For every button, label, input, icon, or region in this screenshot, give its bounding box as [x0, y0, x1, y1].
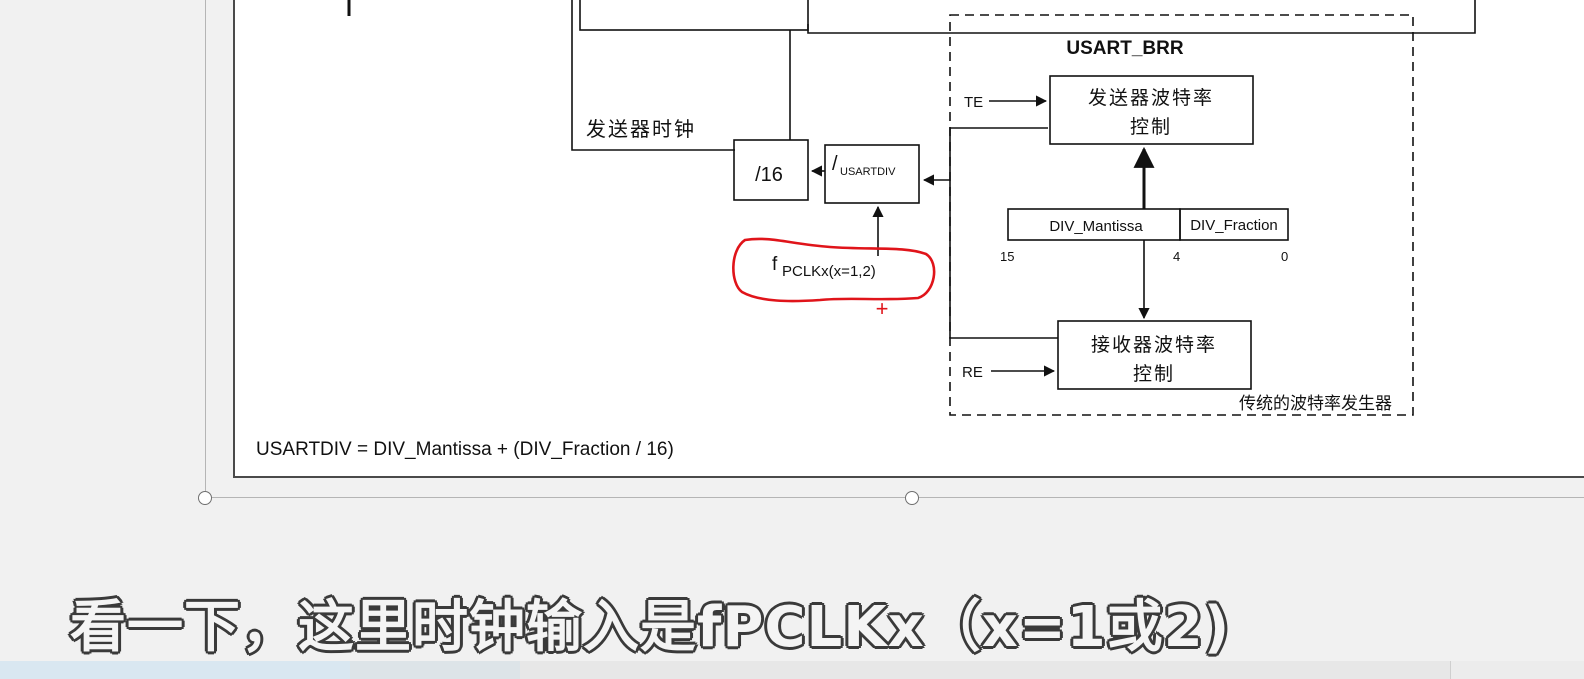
- tx-clock-line: [571, 0, 735, 151]
- tx-baud-box: [1049, 75, 1254, 145]
- top-bus-line: [807, 0, 1476, 34]
- div16-label: /16: [755, 164, 783, 186]
- div-fraction-field: [1179, 208, 1289, 241]
- div-fraction-label: DIV_Fraction: [1190, 217, 1278, 234]
- taskbar-segment[interactable]: [1450, 661, 1584, 679]
- resize-handle-bottom-left[interactable]: [198, 491, 212, 505]
- tx-clock-label: 发送器时钟: [586, 117, 696, 141]
- rx-baud-label-line2: 控制: [1133, 363, 1175, 385]
- usart-brr-label: USART_BRR: [1066, 38, 1183, 59]
- re-label: RE: [962, 364, 983, 381]
- top-block: [579, 0, 809, 31]
- legacy-generator-label: 传统的波特率发生器: [1239, 394, 1392, 414]
- te-label: TE: [964, 94, 983, 111]
- rx-baud-box: [1057, 320, 1252, 390]
- taskbar: [0, 661, 1584, 679]
- resize-handle-bottom-middle[interactable]: [905, 491, 919, 505]
- fpclk-f: f: [772, 254, 778, 275]
- rx-baud-label-line1: 接收器波特率: [1091, 334, 1217, 356]
- usartdiv-box: [824, 144, 920, 204]
- taskbar-segment[interactable]: [350, 661, 520, 679]
- selection-frame[interactable]: [205, 0, 1584, 498]
- annotation-plus: +: [876, 296, 889, 321]
- annotation-circle: [732, 237, 936, 303]
- bit-0-label: 0: [1281, 249, 1288, 264]
- usartdiv-formula: USARTDIV = DIV_Mantissa + (DIV_Fraction …: [256, 439, 674, 460]
- slide[interactable]: [233, 0, 1584, 478]
- fpclk-label: PCLKx(x=1,2): [782, 263, 876, 280]
- video-subtitle: 看一下，这里时钟输入是fPCLKx（x=1或2): [70, 595, 1231, 660]
- usartdiv-slash: /: [832, 153, 838, 175]
- baud-bus-line: [949, 127, 1058, 339]
- bit-4-label: 4: [1173, 249, 1180, 264]
- tx-baud-label-line1: 发送器波特率: [1088, 87, 1214, 109]
- taskbar-segment[interactable]: [0, 661, 350, 679]
- div-mantissa-label: DIV_Mantissa: [1049, 218, 1143, 235]
- usartdiv-label: USARTDIV: [840, 166, 896, 178]
- tx-baud-label-line2: 控制: [1130, 116, 1172, 138]
- div16-box: [733, 139, 809, 201]
- bit-15-label: 15: [1000, 249, 1014, 264]
- legacy-generator-box: [949, 14, 1414, 416]
